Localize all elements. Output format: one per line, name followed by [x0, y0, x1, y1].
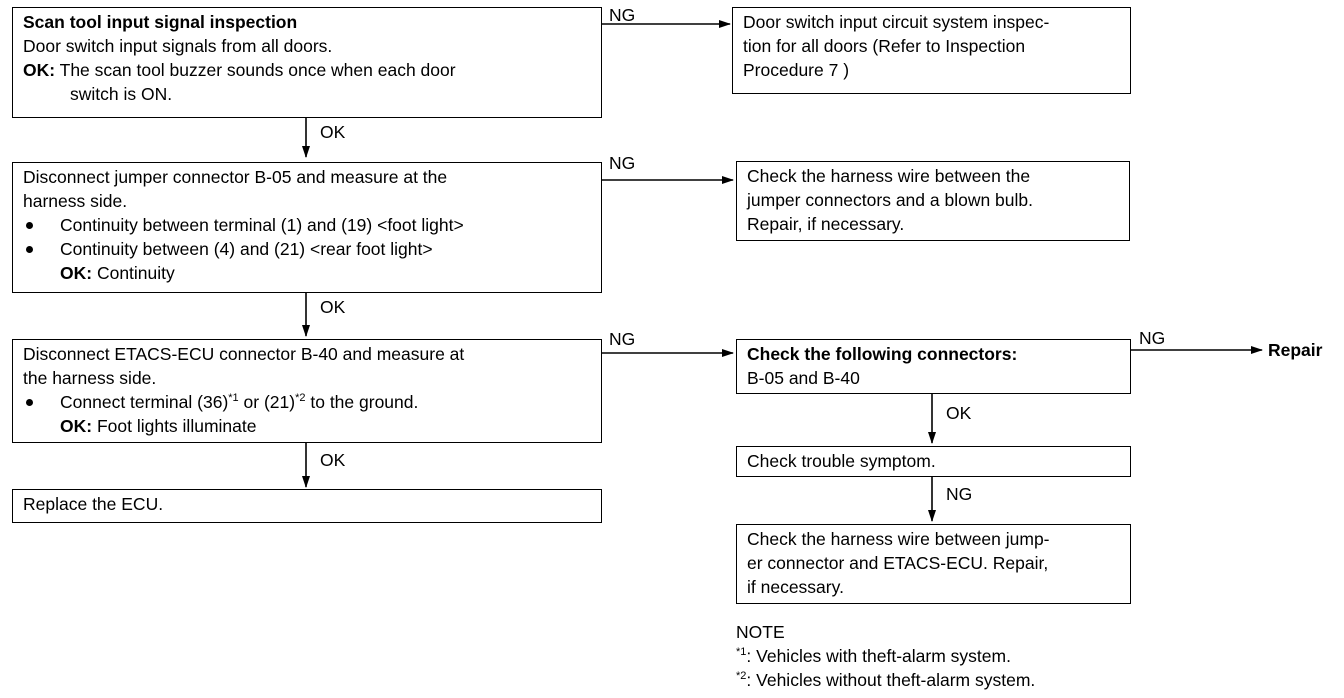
ok-text-cont: switch is ON. — [70, 84, 173, 104]
step-text: Door switch input circuit system inspec- — [743, 12, 1050, 32]
step-text: Repair, if necessary. — [747, 214, 905, 234]
ok-text: Foot lights illuminate — [96, 416, 257, 436]
ok-label: OK — [320, 450, 346, 470]
step-text: Procedure 7 ) — [743, 60, 850, 80]
step-harness-wire-check: Check the harness wire between the jumpe… — [736, 161, 1130, 241]
ng-label: NG — [609, 329, 636, 349]
ng-label: NG — [609, 153, 636, 173]
note-title: NOTE — [736, 622, 785, 642]
ok-label: OK: — [60, 263, 93, 283]
ok-label: OK — [946, 403, 972, 423]
step-harness-wire-ecu: Check the harness wire between jump- er … — [736, 524, 1131, 604]
bullet-item: Continuity between (4) and (21) <rear fo… — [23, 237, 591, 261]
ok-text: The scan tool buzzer sounds once when ea… — [59, 60, 456, 80]
step-text: the harness side. — [23, 368, 157, 388]
step-check-connectors: Check the following connectors: B-05 and… — [736, 339, 1131, 394]
step-text: B-05 and B-40 — [747, 368, 860, 388]
step-etacs-ecu-connector: Disconnect ETACS-ECU connector B-40 and … — [12, 339, 602, 443]
step-title: Scan tool input signal inspection — [23, 12, 298, 32]
ok-label: OK: — [23, 60, 56, 80]
ok-label: OK — [320, 297, 346, 317]
step-text: tion for all doors (Refer to Inspection — [743, 36, 1026, 56]
step-text: Check the harness wire between jump- — [747, 529, 1050, 549]
bullet-item: Continuity between terminal (1) and (19)… — [23, 213, 591, 237]
footnote-mark: *2 — [295, 392, 306, 405]
step-trouble-symptom: Check trouble symptom. — [736, 446, 1131, 477]
step-text: harness side. — [23, 191, 128, 211]
step-text: jumper connectors and a blown bulb. — [747, 190, 1034, 210]
step-text: Disconnect ETACS-ECU connector B-40 and … — [23, 344, 465, 364]
footnote-mark: *2 — [736, 670, 747, 683]
footnote-text: : Vehicles without theft-alarm system. — [746, 670, 1036, 690]
footnote-block: NOTE *1: Vehicles with theft-alarm syste… — [736, 620, 1035, 692]
step-title: Check the following connectors: — [747, 344, 1018, 364]
step-text: Disconnect jumper connector B-05 and mea… — [23, 167, 448, 187]
step-text: Check trouble symptom. — [747, 451, 936, 471]
step-text: er connector and ETACS-ECU. Repair, — [747, 553, 1049, 573]
ng-label: NG — [946, 484, 973, 504]
ng-label: NG — [609, 5, 636, 25]
ok-text: Continuity — [96, 263, 175, 283]
ng-label: NG — [1139, 328, 1166, 348]
step-replace-ecu: Replace the ECU. — [12, 489, 602, 523]
bullet-item: Connect terminal (36)*1 or (21)*2 to the… — [23, 390, 591, 414]
footnote-text: : Vehicles with theft-alarm system. — [746, 646, 1011, 666]
footnote-mark: *1 — [736, 646, 747, 659]
step-text: Replace the ECU. — [23, 494, 164, 514]
ok-label: OK: — [60, 416, 93, 436]
step-door-switch-circuit: Door switch input circuit system inspec-… — [732, 7, 1131, 94]
step-jumper-connector: Disconnect jumper connector B-05 and mea… — [12, 162, 602, 293]
step-text: if necessary. — [747, 577, 844, 597]
step-text: Door switch input signals from all doors… — [23, 36, 333, 56]
repair-label: Repair — [1268, 340, 1323, 360]
footnote-mark: *1 — [228, 392, 239, 405]
step-scan-tool-inspection: Scan tool input signal inspection Door s… — [12, 7, 602, 118]
ok-label: OK — [320, 122, 346, 142]
step-text: Check the harness wire between the — [747, 166, 1031, 186]
